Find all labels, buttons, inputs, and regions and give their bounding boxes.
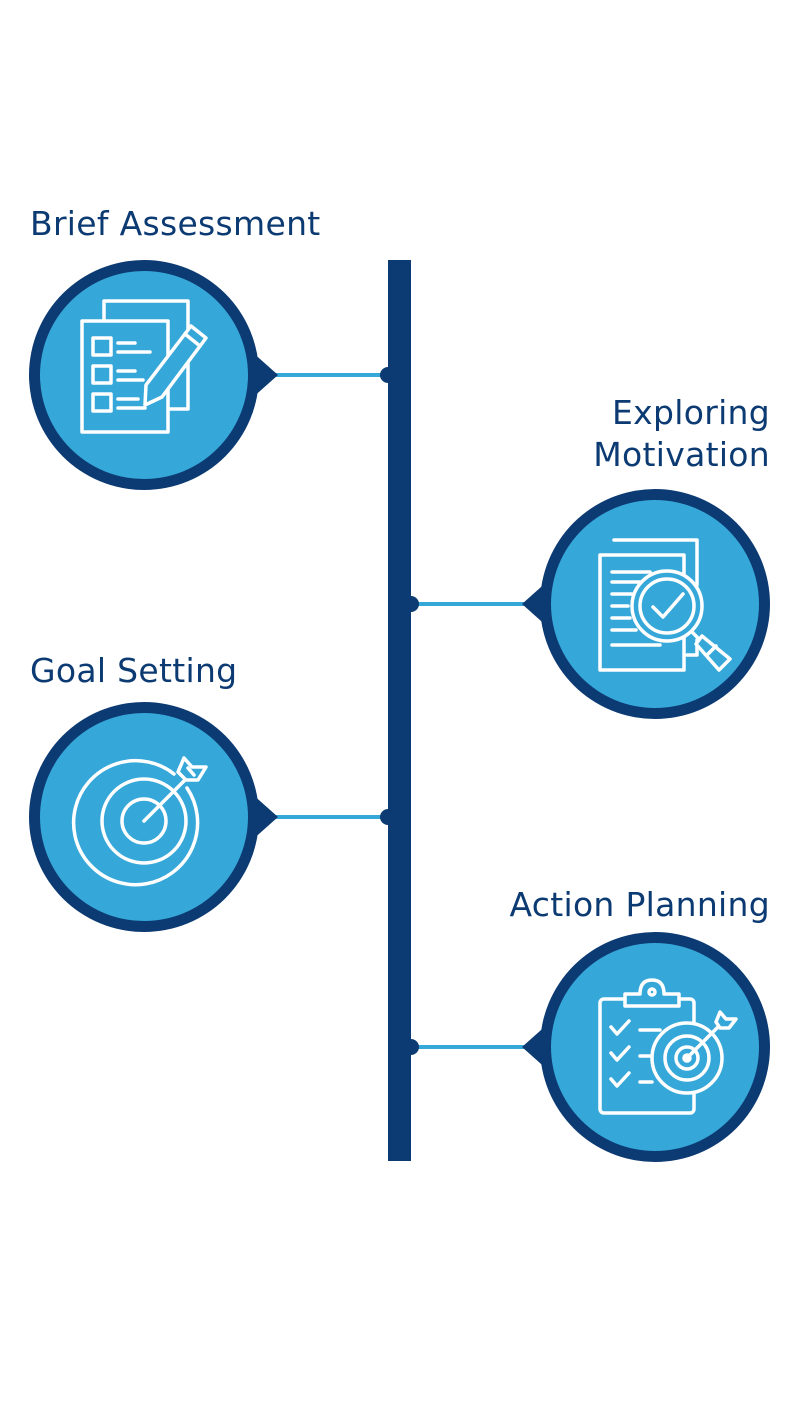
step-badge-brief-assessment bbox=[29, 260, 278, 490]
step-badge-action-planning bbox=[522, 932, 770, 1162]
checklist-pencil-icon bbox=[80, 299, 208, 434]
connector-step-3 bbox=[262, 809, 396, 825]
connector-step-1 bbox=[262, 367, 396, 383]
clipboard-checklist-target-icon bbox=[598, 978, 738, 1115]
connector-step-4 bbox=[403, 1039, 538, 1055]
timeline-bar bbox=[388, 260, 411, 1161]
step-label-goal-setting: Goal Setting bbox=[30, 651, 238, 690]
step-label-brief-assessment: Brief Assessment bbox=[30, 204, 321, 243]
target-arrow-icon bbox=[71, 756, 208, 887]
step-label-exploring-motivation: Exploring Motivation bbox=[593, 393, 770, 474]
document-magnifier-check-icon bbox=[598, 538, 732, 672]
step-badge-exploring-motivation bbox=[522, 489, 770, 719]
step-badge-goal-setting bbox=[29, 702, 278, 932]
step-label-action-planning: Action Planning bbox=[509, 885, 770, 924]
connector-step-2 bbox=[403, 596, 538, 612]
